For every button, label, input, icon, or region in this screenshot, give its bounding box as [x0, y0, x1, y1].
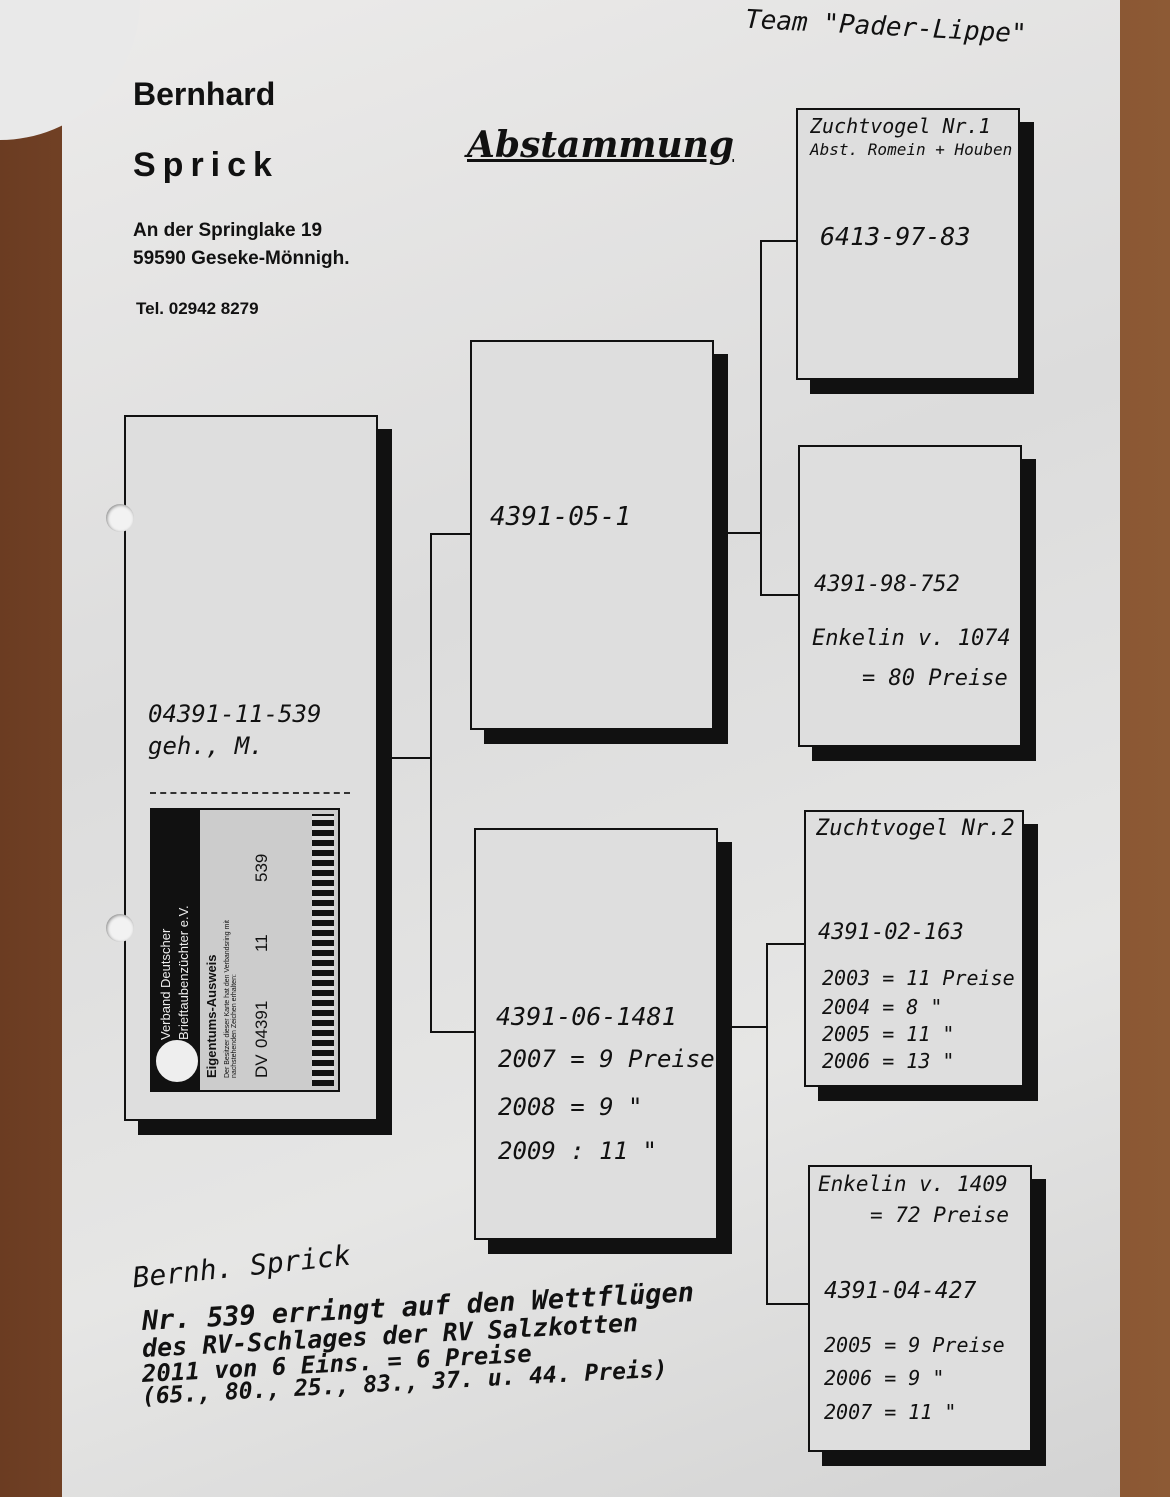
grandparent-box-4	[808, 1165, 1032, 1452]
card-pattern-border	[312, 814, 334, 1086]
gp4-result: 2007 = 11 "	[824, 1400, 957, 1424]
main-sex: geh., M.	[148, 732, 264, 760]
connector	[388, 757, 432, 759]
gp1-note: Zuchtvogel Nr.1	[810, 114, 991, 138]
connector	[730, 1026, 768, 1028]
breeder-phone: Tel. 02942 8279	[136, 299, 259, 318]
pigeon-logo-icon	[154, 1038, 200, 1084]
grandparent-box-1	[796, 108, 1020, 380]
gp3-ring: 4391-02-163	[818, 920, 964, 945]
gp4-note: Enkelin v. 1409	[818, 1172, 1008, 1196]
card-ring-serial: 539	[252, 853, 271, 882]
gp3-result: 2006 = 13 "	[822, 1049, 955, 1073]
punch-hole	[106, 504, 134, 532]
connector	[760, 594, 798, 596]
dam-box	[474, 828, 718, 1240]
card-ring-prefix: DV	[252, 1054, 271, 1078]
card-title: Eigentums-Ausweis	[204, 954, 219, 1078]
connector	[766, 943, 768, 1305]
gp4-ring: 4391-04-427	[824, 1278, 977, 1304]
gp2-note: Enkelin v. 1074	[812, 626, 1011, 651]
ownership-card: Verband Deutscher Brieftaubenzüchter e.V…	[150, 808, 340, 1092]
dam-ring: 4391-06-1481	[496, 1002, 677, 1031]
gp1-ring: 6413-97-83	[820, 222, 971, 251]
sire-ring: 4391-05-1	[490, 502, 631, 532]
gp4-note: = 72 Preise	[870, 1203, 1010, 1227]
dam-result: 2008 = 9 "	[498, 1093, 643, 1121]
breeder-street: An der Springlake 19	[133, 220, 323, 241]
sire-box	[470, 340, 714, 730]
card-org-line1: Verband Deutscher	[158, 928, 173, 1040]
connector	[430, 1031, 474, 1033]
gp1-note: Abst. Romein + Houben	[810, 140, 1013, 159]
connector	[430, 533, 470, 535]
grandparent-box-2	[798, 445, 1022, 747]
cut-line	[150, 792, 350, 794]
gp3-result: 2005 = 11 "	[822, 1022, 955, 1046]
punch-hole	[106, 914, 134, 942]
connector	[760, 240, 796, 242]
gp3-result: 2004 = 8 "	[822, 995, 943, 1019]
gp3-note: Zuchtvogel Nr.2	[816, 816, 1015, 841]
breeder-city: 59590 Geseke-Mönnigh.	[133, 248, 350, 269]
breeder-last-name: Sprick	[133, 146, 279, 184]
main-ring: 04391-11-539	[148, 700, 322, 728]
card-ring-year: 11	[252, 934, 271, 952]
gp2-ring: 4391-98-752	[814, 572, 960, 597]
card-org-band: Verband Deutscher Brieftaubenzüchter e.V…	[152, 810, 200, 1090]
gp4-result: 2005 = 9 Preise	[824, 1333, 1005, 1357]
dam-result: 2009 : 11 "	[498, 1137, 657, 1165]
connector	[766, 943, 804, 945]
gp4-result: 2006 = 9 "	[824, 1366, 945, 1390]
document-title: Abstammung	[467, 124, 735, 166]
card-text: Der Besitzer dieser Karte hat den Verban…	[224, 920, 238, 1078]
connector	[766, 1303, 808, 1305]
dam-result: 2007 = 9 Preise	[498, 1045, 715, 1073]
gp3-result: 2003 = 11 Preise	[822, 966, 1015, 990]
gp2-note: = 80 Preise	[862, 666, 1008, 691]
connector	[430, 533, 432, 1033]
connector	[760, 240, 762, 596]
breeder-first-name: Bernhard	[133, 76, 276, 112]
grandparent-box-3	[804, 810, 1024, 1087]
card-org-line2: Brieftaubenzüchter e.V.	[176, 905, 191, 1040]
connector	[725, 532, 762, 534]
card-ring-number: 04391	[252, 1000, 271, 1048]
